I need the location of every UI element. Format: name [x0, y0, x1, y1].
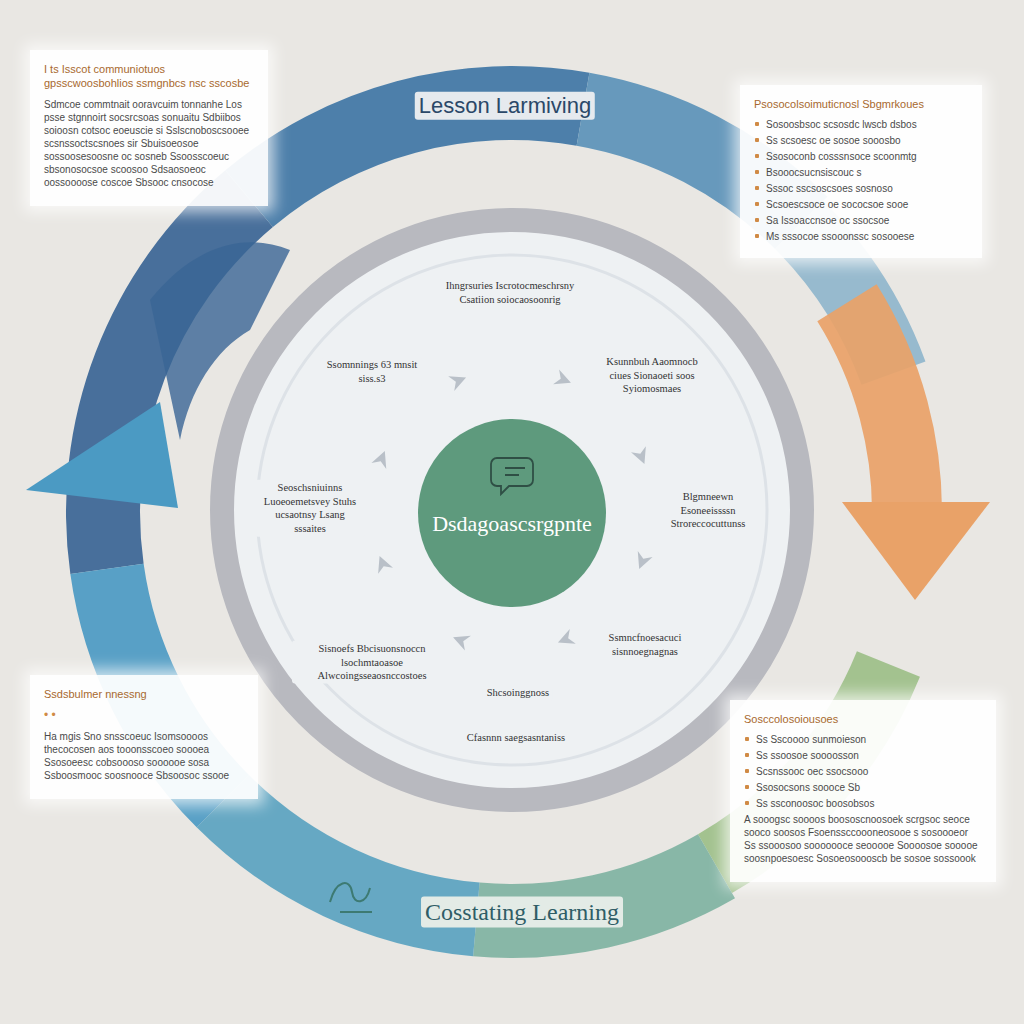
stage-label: Ksunnbuh Aaomnocb ciues Sionaoeti soos S…: [597, 354, 707, 397]
node-text: Scsnssooc oec ssocsooo: [744, 765, 982, 778]
chat-icon: [491, 458, 533, 494]
node-text: Sa Issoaccnsoe oc ssocsoe: [754, 214, 968, 227]
cycle-arrow: [448, 370, 469, 391]
stage-label: Ihngrsuries Iscrotocmeschrsny Csatiion s…: [440, 278, 580, 307]
node-heading: Psosocolsoimuticnosl Sbgmrkoues: [754, 97, 968, 111]
note-card: I ts Isscot communiotuos gpsscwoosbohlio…: [30, 50, 268, 206]
cycle-band: [817, 284, 942, 527]
node-text: • •: [44, 708, 244, 724]
node-text: Bsooocsucnsiscouc s: [754, 166, 968, 179]
stage-label: Cfasnnn saegsasntaniss: [463, 730, 569, 746]
squiggle-icon: [330, 883, 372, 912]
note-card: Sosccolosoiousoes Ss Sscoooo sunmoiesonSs…: [730, 700, 996, 882]
node-text: Ms sssocoe ssooonssc sosooese: [754, 230, 968, 243]
node-text: Ss Sscoooo sunmoieson: [744, 733, 982, 746]
stage-label: Seoschsniuinns Luoeoemetsvey Stuhs ucsao…: [255, 480, 365, 537]
node-text: Ss ssoosoe soooosson: [744, 749, 982, 762]
cycle-arrow: [631, 446, 652, 467]
inner-ring: [222, 220, 802, 800]
cycle-arrow: [553, 369, 574, 390]
node-text: Sssoc sscsoscsoes sosnoso: [754, 182, 968, 195]
node-text: Ss scsoesc oe sosoe sooosbo: [754, 134, 968, 147]
node-heading: I ts Isscot communiotuos gpsscwoosbohlio…: [44, 62, 254, 91]
cycle-arrow: [450, 630, 471, 651]
stage-label: Shcsoinggnoss: [483, 685, 553, 701]
node-text: Sosoosbsoc scsosdc lwscb dsbos: [754, 118, 968, 131]
arrow-head: [842, 502, 990, 600]
stage-label: Ssomnnings 63 mnsit siss.s3: [322, 357, 422, 386]
node-text: Ssosocsons soooce Sb: [744, 781, 982, 794]
cycle-arrow: [372, 553, 393, 574]
note-card: Ssdsbulmer nnessng • • Ha mgis Sno snsscoe…: [30, 675, 258, 799]
node-text: A sooogsc soooos boososcnoosoek scrgsoc …: [744, 813, 982, 865]
cycle-arrow: [371, 448, 392, 469]
node-text: Ss ssconoosoc boosobsos: [744, 797, 982, 810]
node-heading: Ssdsbulmer nnessng: [44, 687, 244, 701]
stage-label: Ssmncfnoesacuci sisnnoegnagnas: [585, 630, 705, 659]
stage-label: Blgmneewn Esoneeissssn Stroreccocuttunss: [653, 489, 763, 532]
cycle-title: Lesson Larmiving: [415, 92, 595, 120]
cycle-arrow: [632, 551, 653, 572]
cycle-band: [225, 66, 589, 227]
note-card: Psosocolsoimuticnosl SbgmrkouesSosoosbso…: [740, 85, 982, 258]
node-text: Ha mgis Sno snsscoeuc Isomsoooos thecoco…: [44, 730, 244, 782]
arrow-head: [26, 402, 178, 508]
node-text: Scsoescsoce oe sococsoe sooe: [754, 198, 968, 211]
stage-label: Sisnoefs Bbcisuonsnoccn lsochmtaoasoe Al…: [292, 641, 452, 684]
node-heading: Sosccolosoiousoes: [744, 712, 982, 726]
node-text: Ssosoconb cosssnsoce scoonmtg: [754, 150, 968, 163]
cycle-arrow: [555, 629, 576, 650]
node-text: Sdmcoe commtnait ooravcuim tonnanhe Los …: [44, 98, 254, 189]
center-circle: Dsdagoascsrgpnte: [417, 418, 607, 608]
cycle-title: Cosstating Learning: [421, 897, 623, 928]
node-heading: Dsdagoascsrgpnte: [432, 511, 592, 537]
